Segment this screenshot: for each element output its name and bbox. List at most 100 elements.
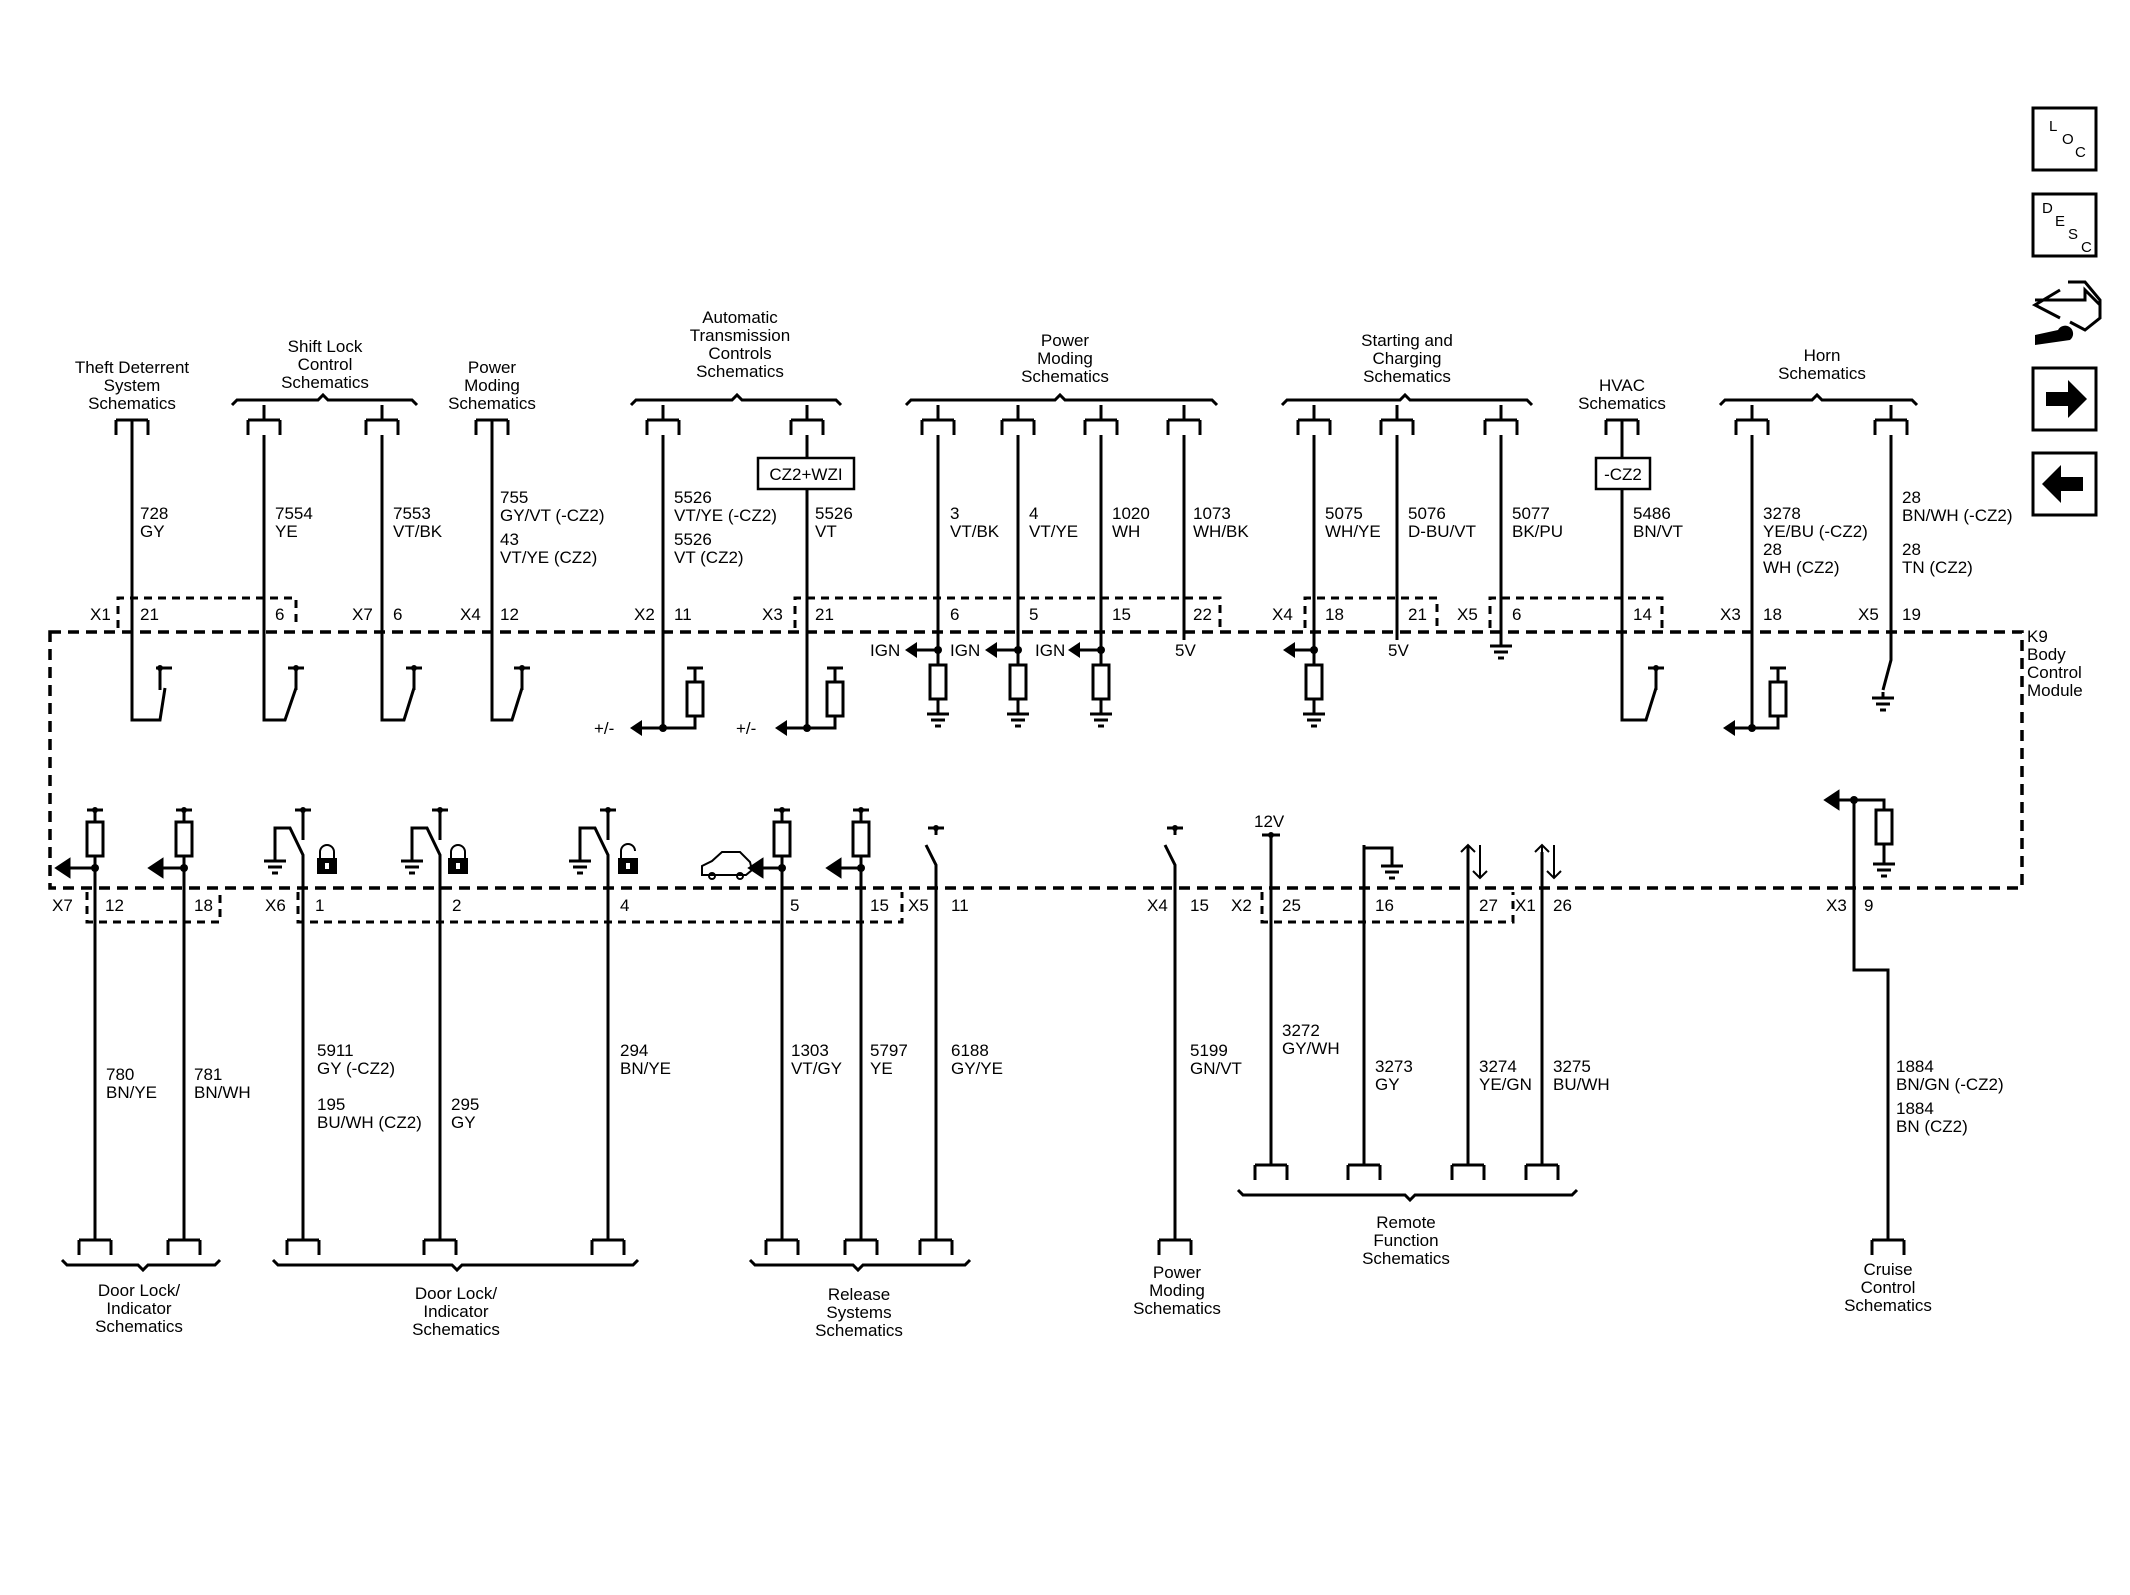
svg-text:Door Lock/: Door Lock/ <box>415 1284 497 1303</box>
option-box-cz2-wzi: CZ2+WZI <box>756 456 856 491</box>
svg-text:X1: X1 <box>90 605 111 624</box>
svg-text:D-BU/VT: D-BU/VT <box>1408 522 1476 541</box>
svg-text:1884: 1884 <box>1896 1057 1934 1076</box>
svg-text:16: 16 <box>1375 896 1394 915</box>
svg-text:X5: X5 <box>1457 605 1478 624</box>
loc-button[interactable]: L O C <box>2031 106 2098 172</box>
svg-text:21: 21 <box>140 605 159 624</box>
svg-text:5797: 5797 <box>870 1041 908 1060</box>
svg-text:WH (CZ2): WH (CZ2) <box>1763 558 1839 577</box>
svg-text:7553: 7553 <box>393 504 431 523</box>
svg-text:18: 18 <box>194 896 213 915</box>
svg-text:X6: X6 <box>265 896 286 915</box>
svg-text:CZ2+WZI: CZ2+WZI <box>769 465 842 484</box>
svg-text:YE/BU (-CZ2): YE/BU (-CZ2) <box>1763 522 1868 541</box>
svg-text:Moding: Moding <box>1037 349 1093 368</box>
svg-text:5077: 5077 <box>1512 504 1550 523</box>
svg-text:Moding: Moding <box>464 376 520 395</box>
svg-text:781: 781 <box>194 1065 222 1084</box>
svg-text:5526: 5526 <box>674 488 712 507</box>
svg-text:VT/YE (CZ2): VT/YE (CZ2) <box>500 548 597 567</box>
svg-text:26: 26 <box>1553 896 1572 915</box>
svg-text:Cruise: Cruise <box>1863 1260 1912 1279</box>
top-harness-brackets <box>114 392 1919 435</box>
prev-page-button[interactable] <box>2031 451 2098 517</box>
svg-text:755: 755 <box>500 488 528 507</box>
loc-letter: O <box>2062 131 2074 148</box>
svg-text:Schematics: Schematics <box>1133 1299 1221 1318</box>
svg-text:5486: 5486 <box>1633 504 1671 523</box>
svg-text:15: 15 <box>870 896 889 915</box>
svg-text:780: 780 <box>106 1065 134 1084</box>
top-pin-labels: 21 6 6 12 11 21 6 5 15 22 18 21 6 14 18 … <box>140 605 1921 624</box>
svg-text:VT (CZ2): VT (CZ2) <box>674 548 744 567</box>
svg-text:195: 195 <box>317 1095 345 1114</box>
svg-text:14: 14 <box>1633 605 1652 624</box>
svg-text:728: 728 <box>140 504 168 523</box>
svg-text:28: 28 <box>1902 488 1921 507</box>
desc-button[interactable]: D E S C <box>2031 192 2098 258</box>
wire-3: 3VT/BK <box>950 504 1000 541</box>
svg-text:X1: X1 <box>1515 896 1536 915</box>
top-connector-labels: X1 X7 X4 X2 X3 X4 X5 X3 X5 <box>90 605 1879 624</box>
svg-text:1020: 1020 <box>1112 504 1150 523</box>
svg-text:System: System <box>104 376 161 395</box>
connector-wrench-icon[interactable] <box>2031 280 2102 345</box>
svg-text:19: 19 <box>1902 605 1921 624</box>
svg-text:GY: GY <box>140 522 165 541</box>
arrow-icons <box>630 642 1752 736</box>
svg-text:3273: 3273 <box>1375 1057 1413 1076</box>
svg-text:15: 15 <box>1112 605 1131 624</box>
svg-text:X3: X3 <box>1826 896 1847 915</box>
svg-text:YE: YE <box>275 522 298 541</box>
svg-text:11: 11 <box>674 605 692 624</box>
svg-text:4: 4 <box>620 896 629 915</box>
svg-text:Power: Power <box>468 358 517 377</box>
module-boundary <box>48 630 2024 890</box>
svg-text:Horn: Horn <box>1804 346 1841 365</box>
svg-text:Indicator: Indicator <box>423 1302 489 1321</box>
svg-text:28: 28 <box>1902 540 1921 559</box>
svg-text:1: 1 <box>315 896 324 915</box>
svg-text:+/-: +/- <box>594 719 614 738</box>
svg-text:Starting and: Starting and <box>1361 331 1453 350</box>
svg-text:12: 12 <box>500 605 519 624</box>
svg-text:BK/PU: BK/PU <box>1512 522 1563 541</box>
wire-4: 4VT/YE <box>1029 504 1078 541</box>
svg-text:BN/YE: BN/YE <box>620 1059 671 1078</box>
svg-text:25: 25 <box>1282 896 1301 915</box>
svg-text:5: 5 <box>790 896 799 915</box>
svg-text:Systems: Systems <box>826 1303 891 1322</box>
svg-text:5199: 5199 <box>1190 1041 1228 1060</box>
svg-text:GN/VT: GN/VT <box>1190 1059 1242 1078</box>
svg-text:Remote: Remote <box>1376 1213 1436 1232</box>
svg-text:295: 295 <box>451 1095 479 1114</box>
svg-text:27: 27 <box>1479 896 1498 915</box>
svg-text:Controls: Controls <box>708 344 771 363</box>
svg-text:BN/VT: BN/VT <box>1633 522 1683 541</box>
svg-text:Schematics: Schematics <box>95 1317 183 1336</box>
svg-text:Schematics: Schematics <box>448 394 536 413</box>
svg-text:6: 6 <box>1512 605 1521 624</box>
svg-text:Indicator: Indicator <box>106 1299 172 1318</box>
svg-text:5V: 5V <box>1175 641 1196 660</box>
next-page-button[interactable] <box>2031 366 2098 432</box>
svg-text:Transmission: Transmission <box>690 326 790 345</box>
